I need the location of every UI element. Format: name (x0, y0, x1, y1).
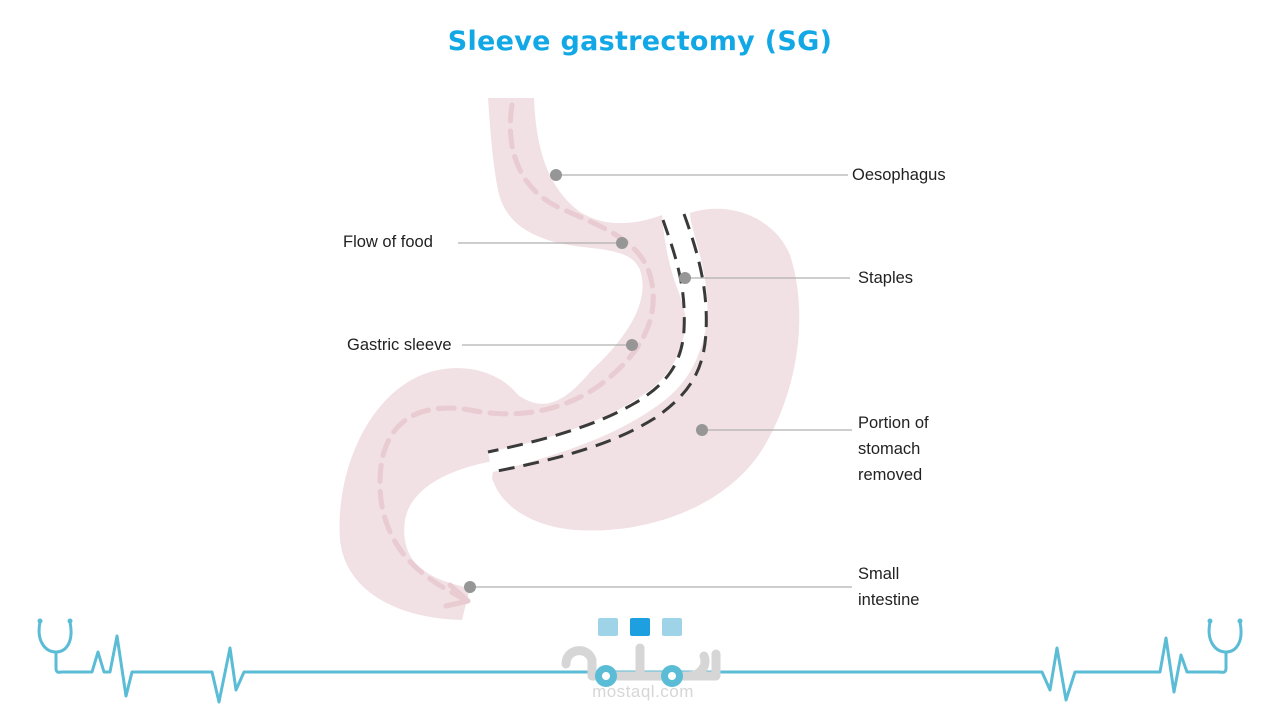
flow-arrow-head (443, 582, 471, 609)
stethoscope-icon-left (37, 618, 73, 674)
mostaql-logo (561, 618, 721, 687)
marker-staples (679, 272, 691, 284)
marker-portion-removed (696, 424, 708, 436)
heartbeat-line (62, 634, 1218, 704)
logo-text: mostaql.com (592, 682, 694, 701)
stethoscope-icon-right (1207, 618, 1243, 674)
label-flow-of-food: Flow of food (343, 233, 433, 251)
label-oesophagus: Oesophagus (852, 166, 946, 184)
label-small-intestine: Small intestine (858, 565, 920, 609)
staple-gap (488, 214, 705, 472)
label-staples: Staples (858, 269, 914, 287)
removed-stomach-portion (492, 208, 800, 531)
marker-flow-of-food (616, 237, 628, 249)
label-gastric-sleeve: Gastric sleeve (347, 336, 452, 354)
marker-oesophagus (550, 169, 562, 181)
flow-of-food-path (377, 102, 656, 603)
gastric-sleeve-tube (339, 98, 688, 620)
marker-gastric-sleeve (626, 339, 638, 351)
staple-line-outer (491, 213, 708, 474)
marker-small-intestine (464, 581, 476, 593)
page-title: Sleeve gastrectomy (SG) (447, 26, 833, 57)
label-portion-removed: Portion of stomach removed (858, 414, 929, 484)
